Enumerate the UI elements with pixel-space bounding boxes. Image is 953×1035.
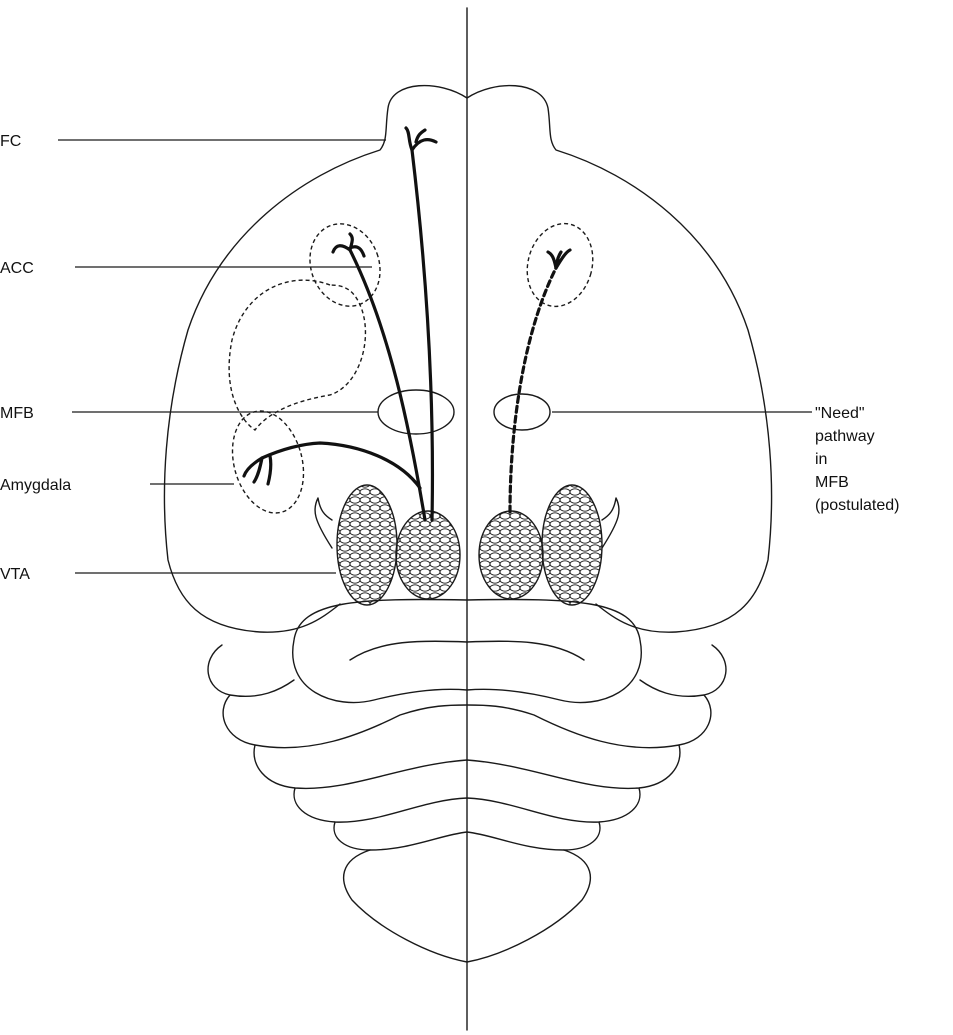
acc-terminal — [333, 234, 364, 256]
need-pathway-dashed — [510, 268, 556, 512]
vta-cluster-right-outer — [542, 485, 602, 605]
amygdala-terminal — [244, 456, 271, 484]
label-need-line-3: in — [815, 451, 827, 468]
label-acc: ACC — [0, 260, 34, 277]
label-need-line-4: MFB — [815, 474, 849, 491]
label-need-line-5: (postulated) — [815, 497, 900, 514]
label-vta: VTA — [0, 566, 30, 583]
amygdala-region-left — [222, 403, 315, 521]
pathway-to-amygdala — [262, 443, 420, 488]
vta-cluster-right-inner — [479, 511, 543, 599]
temporal-lobe-right — [602, 498, 619, 548]
fc-terminal — [406, 128, 436, 150]
label-need-line-2: pathway — [815, 428, 875, 445]
need-pathway-terminal — [548, 250, 570, 268]
temporal-lobe-left — [315, 498, 332, 548]
label-need-line-1: "Need" — [815, 405, 865, 422]
vta-cluster-left-inner — [396, 511, 460, 599]
vta-cluster-left-outer — [337, 485, 397, 605]
acc-region-left — [299, 214, 392, 316]
acc-region-right — [518, 216, 602, 314]
label-amygdala: Amygdala — [0, 477, 71, 494]
label-fc: FC — [0, 133, 21, 150]
mfb-oval-right — [494, 394, 550, 430]
cerebrum-outline — [164, 86, 771, 633]
mfb-oval-left — [378, 390, 454, 434]
limbic-loop-left — [229, 280, 365, 430]
label-mfb: MFB — [0, 405, 34, 422]
